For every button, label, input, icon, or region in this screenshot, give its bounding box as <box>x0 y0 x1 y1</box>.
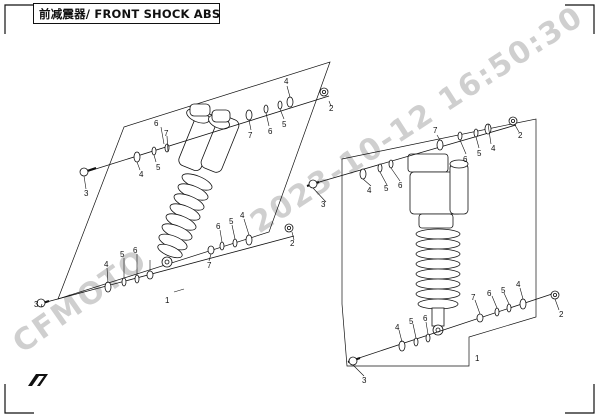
callout-l4d: 4 <box>104 260 109 269</box>
left-leader-lines <box>40 85 332 308</box>
callout-r6c: 6 <box>487 289 492 298</box>
callout-l6c: 6 <box>216 222 221 231</box>
right-shock-assembly <box>306 116 560 377</box>
callout-l4a: 4 <box>284 77 289 86</box>
left-bottom-hardware-left <box>36 270 154 308</box>
left-assembly-outline <box>57 61 331 300</box>
callout-l7a: 7 <box>248 131 253 140</box>
callout-l6d: 6 <box>133 246 138 255</box>
callout-l5a: 5 <box>282 120 287 129</box>
page-frame <box>4 4 595 414</box>
callout-r4d: 4 <box>395 323 400 332</box>
page-title: 前减震器/ FRONT SHOCK ABSORBER <box>33 3 220 24</box>
callout-r1: 1 <box>475 354 480 363</box>
callout-r6b: 6 <box>398 181 403 190</box>
right-leader-lines <box>312 123 560 377</box>
callout-l7c: 7 <box>207 261 212 270</box>
right-assembly-outline <box>341 118 537 367</box>
callout-l1: 1 <box>165 296 170 305</box>
callout-l5c: 5 <box>229 217 234 226</box>
left-top-hardware-right <box>245 87 329 121</box>
left-shock-spring <box>157 173 213 259</box>
callout-l6a: 6 <box>268 127 273 136</box>
callout-r7a: 7 <box>433 126 438 135</box>
callout-r4c: 4 <box>516 280 521 289</box>
parts-diagram: CFMOTO 2023-10-12 16:50:30 <box>4 4 595 414</box>
callout-l7b: 7 <box>164 129 169 138</box>
callout-r5c: 5 <box>501 286 506 295</box>
callout-r5a: 5 <box>477 149 482 158</box>
left-shock-assembly <box>36 61 332 308</box>
callout-l3a: 3 <box>84 189 89 198</box>
callout-l5d: 5 <box>120 250 125 259</box>
left-shock-body <box>178 103 240 173</box>
callout-l3b: 3 <box>34 300 39 309</box>
callout-l4b: 4 <box>139 170 144 179</box>
callout-r2b: 2 <box>559 310 564 319</box>
callout-l2b: 2 <box>290 239 295 248</box>
watermark-brand: CFMOTO <box>7 242 155 360</box>
watermark: CFMOTO 2023-10-12 16:50:30 <box>7 4 591 361</box>
callout-r4a: 4 <box>491 144 496 153</box>
callout-l5b: 5 <box>156 163 161 172</box>
callout-r6a: 6 <box>463 155 468 164</box>
brand-logo-icon <box>28 374 49 386</box>
callout-l4c: 4 <box>240 211 245 220</box>
callout-r2a: 2 <box>518 131 523 140</box>
left-bottom-hardware-right <box>207 223 294 255</box>
callout-r5b: 5 <box>384 184 389 193</box>
right-shock-spring <box>415 228 461 310</box>
callout-r3b: 3 <box>362 376 367 385</box>
callout-r3a: 3 <box>321 200 326 209</box>
callout-r5d: 5 <box>409 317 414 326</box>
callout-l2a: 2 <box>329 104 334 113</box>
callout-r7b: 7 <box>471 293 476 302</box>
callout-r4b: 4 <box>367 186 372 195</box>
right-shock-body <box>407 153 469 229</box>
page-title-text: 前减震器/ FRONT SHOCK ABSORBER <box>39 6 220 21</box>
callout-l6b: 6 <box>154 119 159 128</box>
left-callouts: 1 2 2 3 3 4 4 4 4 5 5 5 5 6 6 6 6 7 7 7 <box>34 77 334 309</box>
right-callouts: 1 2 2 3 3 4 4 4 4 5 5 5 5 6 6 6 6 7 7 <box>321 126 564 385</box>
callout-r6d: 6 <box>423 314 428 323</box>
